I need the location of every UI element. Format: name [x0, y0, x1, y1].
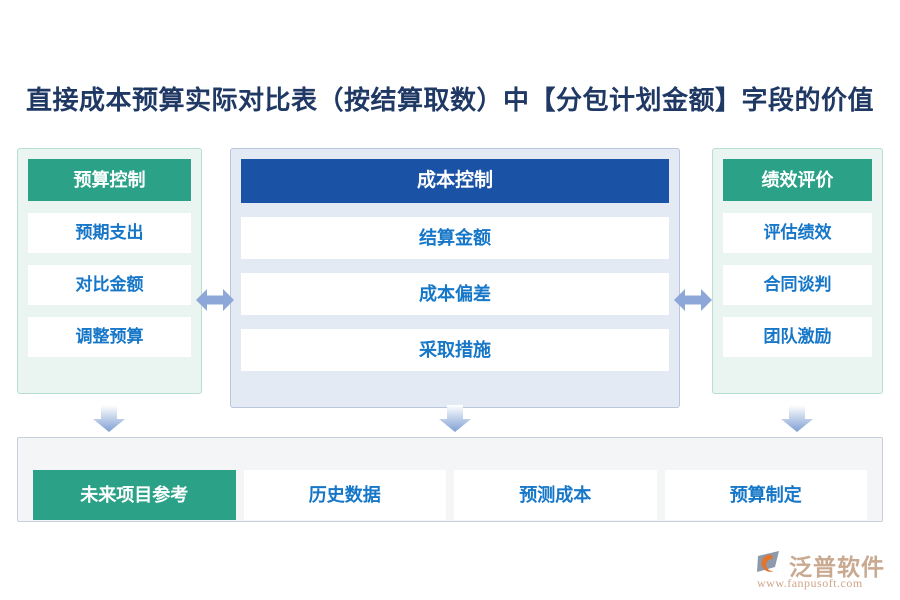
- card-budget-1[interactable]: 对比金额: [28, 265, 191, 305]
- panel-header-performance-evaluation: 绩效评价: [723, 159, 872, 201]
- panel-cost-control[interactable]: 成本控制 结算金额 成本偏差 采取措施: [230, 148, 680, 408]
- card-performance-1[interactable]: 合同谈判: [723, 265, 872, 305]
- card-cost-1[interactable]: 成本偏差: [241, 273, 669, 315]
- card-performance-0[interactable]: 评估绩效: [723, 213, 872, 253]
- logo-website-url: www.fanpusoft.com: [757, 576, 863, 590]
- card-performance-2[interactable]: 团队激励: [723, 317, 872, 357]
- fanpu-logo-mark-icon: [755, 550, 785, 576]
- bottom-card-historical-data[interactable]: 历史数据: [243, 470, 446, 520]
- arrow-down-icon-2: [438, 405, 472, 433]
- panel-header-cost-control: 成本控制: [241, 159, 669, 203]
- double-arrow-left-right-icon-2: [674, 285, 712, 315]
- card-cost-2[interactable]: 采取措施: [241, 329, 669, 371]
- page-title: 直接成本预算实际对比表（按结算取数）中【分包计划金额】字段的价值: [25, 86, 874, 115]
- card-budget-2[interactable]: 调整预算: [28, 317, 191, 357]
- arrow-down-icon-1: [92, 405, 126, 433]
- card-cost-0[interactable]: 结算金额: [241, 217, 669, 259]
- bottom-card-budget-setup[interactable]: 预算制定: [664, 470, 867, 520]
- columns-area: 预算控制 预期支出 对比金额 调整预算 成本控制 结算金额 成本偏差 采取措施 …: [0, 148, 900, 408]
- double-arrow-left-right-icon-1: [196, 285, 234, 315]
- logo-company-name: 泛普软件: [789, 555, 885, 580]
- bottom-card-forecast-cost[interactable]: 预测成本: [454, 470, 657, 520]
- arrow-down-icon-3: [780, 405, 814, 433]
- bottom-card-future-reference[interactable]: 未来项目参考: [33, 470, 236, 520]
- card-budget-0[interactable]: 预期支出: [28, 213, 191, 253]
- brand-logo: 泛普软件 www.fanpusoft.com: [755, 548, 890, 592]
- panel-performance-evaluation[interactable]: 绩效评价 评估绩效 合同谈判 团队激励: [712, 148, 883, 394]
- panel-header-budget-control: 预算控制: [28, 159, 191, 201]
- bottom-cards-row: 未来项目参考 历史数据 预测成本 预算制定: [17, 470, 883, 520]
- panel-budget-control[interactable]: 预算控制 预期支出 对比金额 调整预算: [17, 148, 202, 394]
